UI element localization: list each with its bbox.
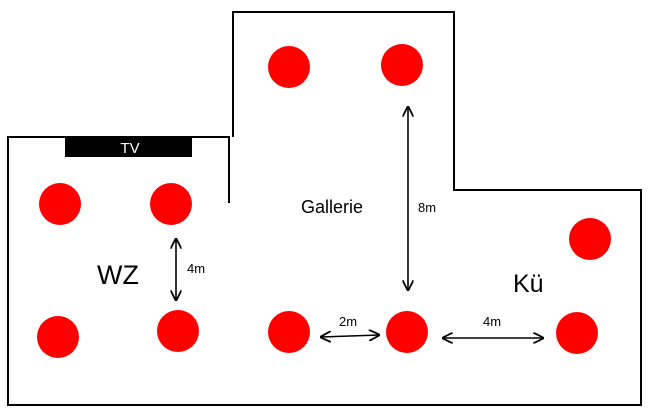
room-label-gallery: Gallerie [301,197,363,217]
dimension-label-wz: 4m [187,261,205,276]
dimension-arrow-small [321,335,379,337]
ceiling-light [386,311,428,353]
ceiling-light [37,316,79,358]
ceiling-light [569,218,611,260]
dimension-label-gallery: 8m [418,200,436,215]
dimension-label-kitchen: 4m [483,314,501,329]
ceiling-light [39,183,81,225]
tv-bar [65,137,192,157]
ceiling-light [268,46,310,88]
dimension-label-small: 2m [339,314,357,329]
ceiling-light [150,183,192,225]
ceiling-light [157,310,199,352]
ceiling-light [381,44,423,86]
ceiling-light [268,311,310,353]
ceiling-light [556,312,598,354]
room-label-kitchen: Kü [513,270,544,298]
room-label-living: WZ [97,260,139,290]
tv-label: TV [120,140,139,157]
